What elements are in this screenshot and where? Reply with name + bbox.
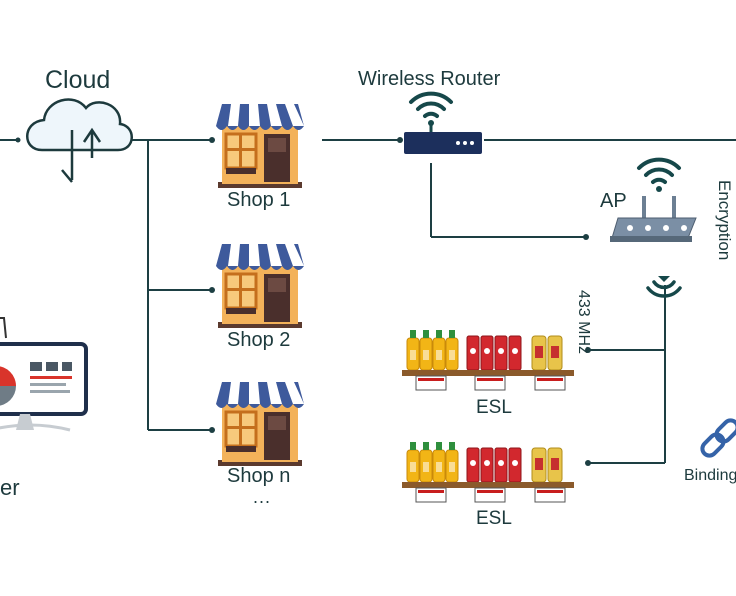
connection-dots <box>15 137 591 466</box>
esl-shelf-2 <box>401 441 575 503</box>
frequency-label: 433 MHz <box>575 290 592 355</box>
cloud-label: Cloud <box>45 66 111 94</box>
user-label-fragment: er <box>0 475 20 500</box>
esl-label-2: ESL <box>476 508 512 529</box>
shops-ellipsis: ... <box>253 487 272 507</box>
shop-1-label: Shop 1 <box>227 189 291 211</box>
encryption-label: Encryption <box>715 180 734 261</box>
shop-2-label: Shop 2 <box>227 329 291 351</box>
shop-n-label: Shop n <box>227 465 291 487</box>
connection-lines <box>0 139 736 464</box>
wireless-router-label: Wireless Router <box>358 68 501 90</box>
link-icon <box>700 418 736 458</box>
cloud-icon <box>26 98 133 183</box>
binding-label: Binding <box>684 467 736 484</box>
ap-icon <box>610 157 697 242</box>
ap-label: AP <box>600 190 627 212</box>
signal-icon <box>646 276 682 298</box>
shop-n-icon <box>214 380 306 468</box>
monitor-icon <box>0 317 88 432</box>
esl-shelf-1 <box>401 329 575 391</box>
shop-2-icon <box>214 242 306 330</box>
router-icon <box>404 91 482 154</box>
shop-1-icon <box>214 102 306 190</box>
esl-label-1: ESL <box>476 397 512 418</box>
